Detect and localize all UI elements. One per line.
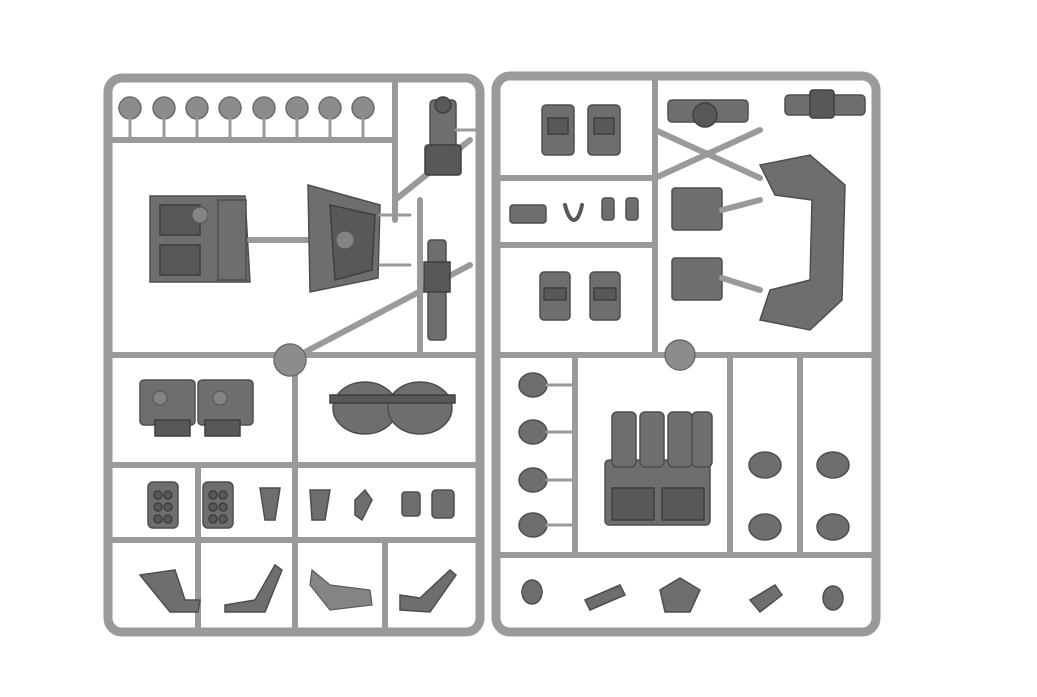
left-small-parts xyxy=(147,481,455,529)
left-leg-parts xyxy=(138,563,458,613)
right-upper-parts xyxy=(509,104,639,224)
left-chest-plates xyxy=(149,184,412,293)
left-dome-pair xyxy=(329,381,456,435)
right-hub xyxy=(664,339,696,371)
right-torso-frames xyxy=(671,154,846,331)
right-mid-blocks xyxy=(539,271,621,321)
right-domes xyxy=(518,372,577,538)
right-backpack xyxy=(604,411,713,526)
left-disc-row xyxy=(118,96,375,142)
right-pads xyxy=(748,451,850,541)
right-bottom-parts xyxy=(521,577,844,614)
left-weapon-upper xyxy=(424,96,480,176)
left-hub xyxy=(273,343,307,377)
left-hip-blocks xyxy=(139,379,254,437)
left-weapon-barrel xyxy=(423,239,451,341)
right-weapons xyxy=(667,89,866,128)
